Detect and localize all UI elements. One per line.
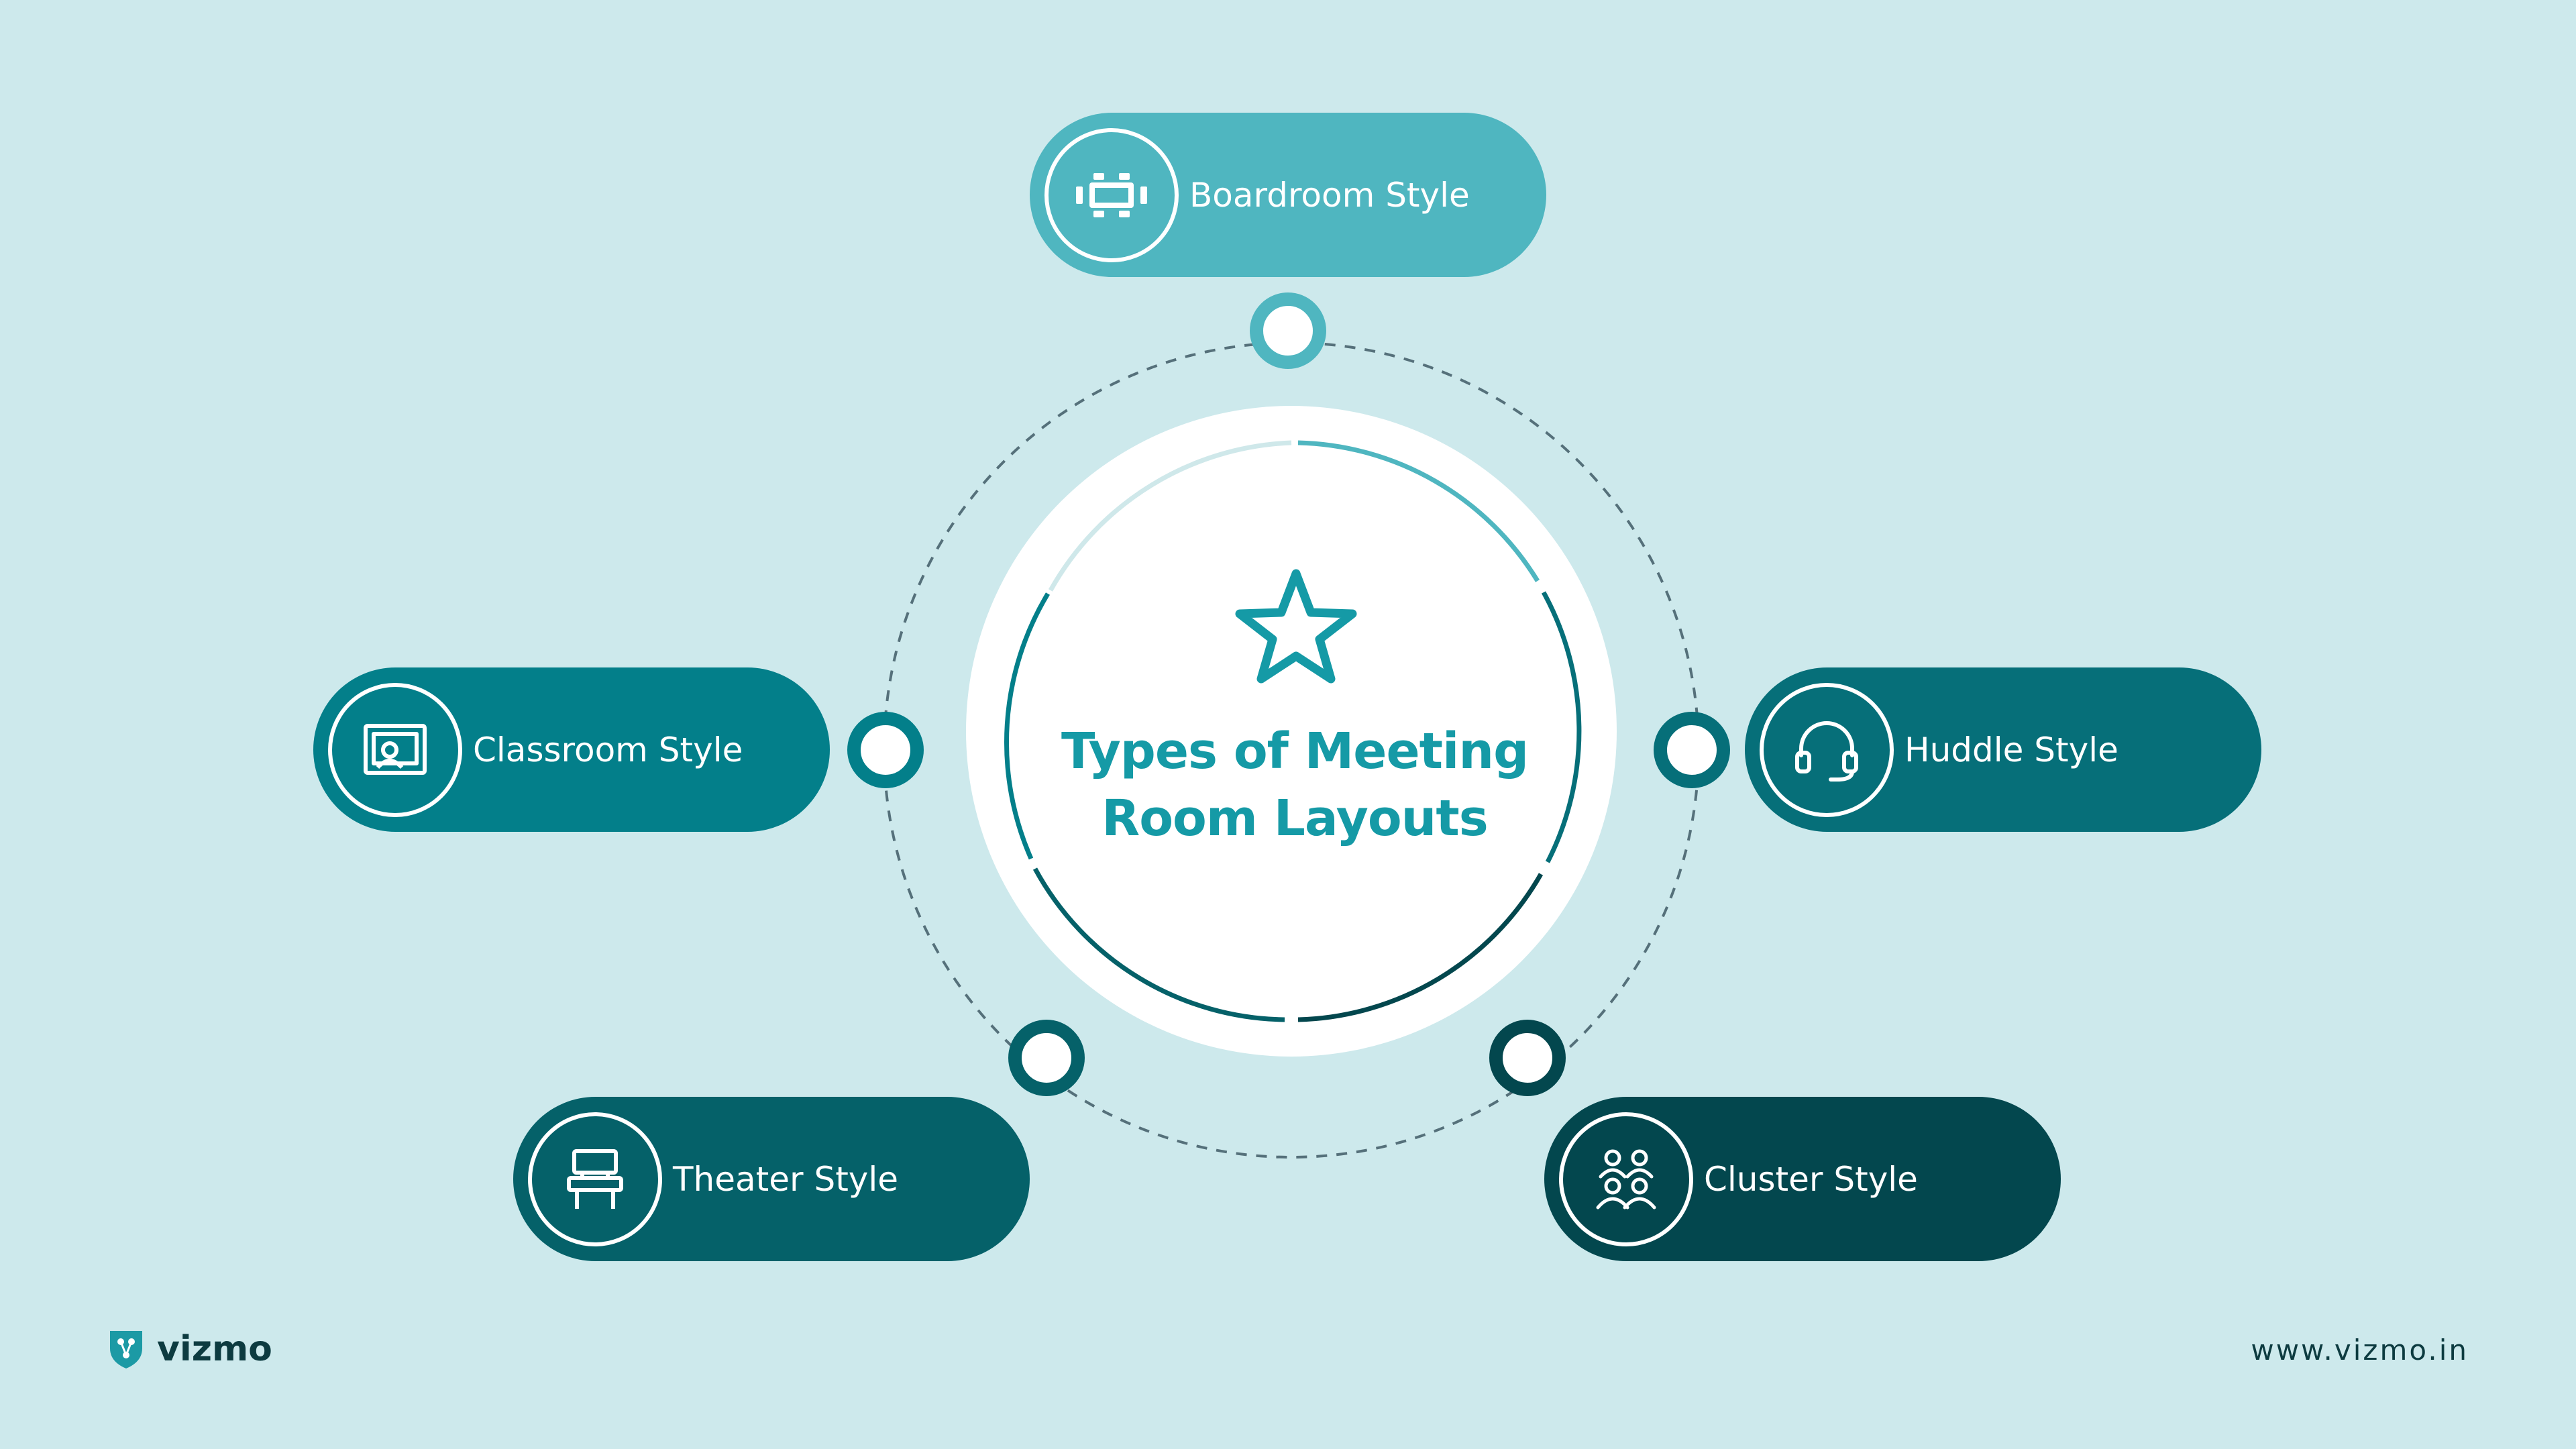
- title-line-1: Types of Meeting: [1061, 722, 1529, 780]
- layout-label-boardroom: Boardroom Style: [1189, 175, 1470, 215]
- group-people-icon: [1559, 1112, 1693, 1246]
- brand-logo: vizmo: [107, 1328, 272, 1370]
- node-huddle: [1654, 712, 1730, 788]
- inner-arc-top: [1048, 440, 1292, 592]
- headset-icon: [1760, 682, 1894, 817]
- layout-pill-boardroom: Boardroom Style: [1030, 113, 1546, 277]
- star-icon: [1235, 569, 1357, 684]
- node-cluster: [1489, 1020, 1566, 1096]
- layout-label-classroom: Classroom Style: [473, 730, 743, 769]
- node-boardroom: [1250, 292, 1326, 369]
- diagram-title: Types of Meeting Room Layouts: [1026, 718, 1563, 852]
- layout-pill-cluster: Cluster Style: [1544, 1097, 2061, 1261]
- layout-label-cluster: Cluster Style: [1704, 1159, 1918, 1199]
- layout-label-theater: Theater Style: [673, 1159, 899, 1199]
- inner-arc-right: [1541, 591, 1582, 863]
- node-classroom: [847, 712, 924, 788]
- theater-chair-icon: [528, 1112, 662, 1246]
- layout-label-huddle: Huddle Style: [1904, 730, 2118, 769]
- layout-pill-huddle: Huddle Style: [1745, 667, 2261, 832]
- boardroom-table-icon: [1044, 127, 1179, 262]
- layout-pill-classroom: Classroom Style: [313, 667, 830, 832]
- inner-arc-bottom-right: [1297, 873, 1544, 1022]
- shield-logo-icon: [110, 1331, 142, 1368]
- inner-arc-top-right: [1297, 440, 1540, 582]
- layout-pill-theater: Theater Style: [513, 1097, 1030, 1261]
- node-theater: [1008, 1020, 1085, 1096]
- center-disc: [966, 406, 1617, 1057]
- classroom-board-icon: [328, 682, 462, 817]
- inner-arc-bottom-left: [1032, 867, 1285, 1022]
- brand-name: vizmo: [157, 1329, 272, 1369]
- inner-arc-left: [1004, 592, 1051, 860]
- title-line-2: Room Layouts: [1102, 790, 1489, 847]
- website-url: www.vizmo.in: [2251, 1334, 2469, 1366]
